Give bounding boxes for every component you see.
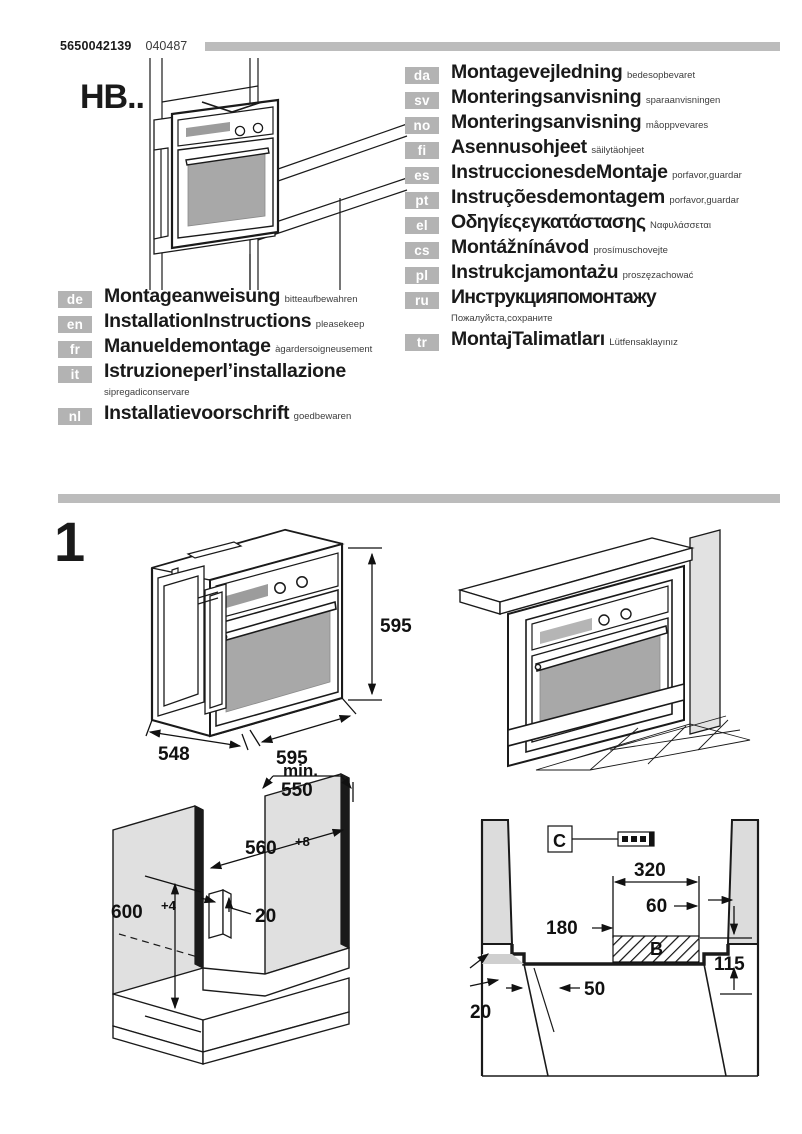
- language-title: Instruçõesdemontagem: [451, 186, 665, 208]
- dimension-min-label: min.: [283, 761, 318, 780]
- language-row: da Montagevejledning bedesopbevaret: [405, 62, 750, 84]
- language-subtitle: àgardersoigneusement: [275, 344, 373, 355]
- language-title: Installatievoorschrift: [104, 402, 290, 424]
- language-title: MontajTalimatları: [451, 328, 605, 350]
- language-row: ru Инструкцияпомонтажу Пожалуйста,сохран…: [405, 287, 750, 326]
- language-subtitle: säilytäohjeet: [591, 145, 645, 156]
- header-rule: [205, 42, 780, 51]
- language-row: de Montageanweisung bitteaufbewahren: [58, 286, 398, 308]
- language-subtitle: pleasekeep: [315, 319, 365, 330]
- language-row: pl Instrukcjamontażu proszęzachować: [405, 262, 750, 284]
- dimension-niche-height-tolerance: +4: [161, 898, 177, 913]
- dimension-20: 20: [470, 1002, 491, 1023]
- document-header: 5650042139 040487: [60, 36, 780, 56]
- language-row: fi Asennusohjeet säilytäohjeet: [405, 137, 750, 159]
- language-title: Montagevejledning: [451, 61, 623, 83]
- language-code-badge: es: [405, 167, 439, 184]
- language-title: Manueldemontage: [104, 335, 271, 357]
- language-row: fr Manueldemontage àgardersoigneusement: [58, 336, 398, 358]
- language-title: Montageanweisung: [104, 285, 281, 307]
- dimension-320: 320: [634, 860, 666, 881]
- language-row: sv Monteringsanvisning sparaanvisningen: [405, 87, 750, 109]
- language-title: Montáž­nínávod: [451, 236, 590, 258]
- language-code-badge: ru: [405, 292, 439, 309]
- language-code-badge: de: [58, 291, 92, 308]
- dimension-min-depth-550: 550: [281, 780, 313, 801]
- language-subtitle: prosímuschovejte: [593, 245, 668, 256]
- language-code-badge: el: [405, 217, 439, 234]
- language-title: Monteringsanvisning: [451, 111, 642, 133]
- dimension-60: 60: [646, 896, 667, 917]
- language-subtitle: Пожалуйста,сохраните: [451, 313, 553, 324]
- language-row: cs Montáž­nínávod prosímuschovejte: [405, 237, 750, 259]
- language-code-badge: fr: [58, 341, 92, 358]
- dimension-depth-548: 548: [158, 744, 190, 765]
- language-code-badge: it: [58, 366, 92, 383]
- language-code-badge: en: [58, 316, 92, 333]
- part-number: 5650042139: [60, 39, 132, 53]
- document-number: 040487: [145, 39, 188, 53]
- dimension-niche-width-560: 560: [245, 838, 277, 859]
- language-title: Instrukcjamontażu: [451, 261, 619, 283]
- language-subtitle: Ναφυλάσσεται: [649, 220, 711, 231]
- section-divider: [58, 494, 780, 503]
- language-title: InstruccionesdeMontaje: [451, 161, 668, 183]
- language-subtitle: sparaanvisningen: [645, 95, 721, 106]
- dimension-front-offset-20: 20: [255, 906, 276, 927]
- language-title: Инструкцияпомонтажу: [451, 286, 657, 308]
- language-title: InstallationInstructions: [104, 310, 312, 332]
- language-code-badge: pl: [405, 267, 439, 284]
- label-b: B: [650, 939, 663, 959]
- language-code-badge: pt: [405, 192, 439, 209]
- language-code-badge: da: [405, 67, 439, 84]
- language-code-badge: fi: [405, 142, 439, 159]
- language-list-right: da Montagevejledning bedesopbevaret sv M…: [405, 62, 750, 354]
- language-subtitle: goedbewaren: [293, 411, 352, 422]
- language-subtitle: Lütfensaklayınız: [609, 337, 678, 348]
- language-subtitle: bitteaufbewahren: [284, 294, 358, 305]
- dimension-50: 50: [584, 979, 605, 1000]
- language-title: Asennusohjeet: [451, 136, 587, 158]
- installed-appliance-illustration: [440, 528, 770, 771]
- language-subtitle: måoppvevares: [645, 120, 709, 131]
- language-subtitle: sipregadiconservare: [104, 387, 190, 398]
- language-title: Istruzioneperl’installazione: [104, 360, 346, 382]
- cabinet-niche-dimension-drawing: min. 550 560 +8 600 +4 20: [105, 761, 425, 1078]
- cutout-section-drawing: B C: [468, 818, 778, 1080]
- language-row: it Istruzioneperl’installazione sipregad…: [58, 361, 398, 400]
- language-row: no Monteringsanvisning måoppvevares: [405, 112, 750, 134]
- dimension-180: 180: [546, 918, 578, 939]
- language-code-badge: cs: [405, 242, 439, 259]
- language-code-badge: nl: [58, 408, 92, 425]
- dimension-niche-width-tolerance: +8: [295, 834, 310, 849]
- language-row: el Οδηγίεςεγκατάστασης Ναφυλάσσεται: [405, 212, 750, 234]
- appliance-dimension-drawing: 595 595 548: [100, 520, 430, 770]
- language-row: tr MontajTalimatları Lütfensaklayınız: [405, 329, 750, 351]
- language-subtitle: bedesopbevaret: [626, 70, 696, 81]
- language-title: Οδηγίεςεγκατάστασης: [451, 211, 646, 233]
- language-subtitle: proszęzachować: [622, 270, 694, 281]
- dimension-height-595: 595: [380, 616, 412, 637]
- language-subtitle: porfavor,guardar: [672, 170, 742, 181]
- language-code-badge: sv: [405, 92, 439, 109]
- language-list-left: de Montageanweisung bitteaufbewahren en …: [58, 286, 398, 428]
- language-row: nl Installatievoorschrift goedbewaren: [58, 403, 398, 425]
- oven-installation-illustration: [62, 58, 408, 290]
- language-row: en InstallationInstructions pleasekeep: [58, 311, 398, 333]
- dimension-niche-height-600: 600: [111, 902, 143, 923]
- language-code-badge: tr: [405, 334, 439, 351]
- label-c: C: [553, 831, 566, 851]
- model-label: HB..: [80, 78, 145, 116]
- language-row: pt Instruçõesdemontagem porfavor,guardar: [405, 187, 750, 209]
- language-subtitle: porfavor,guardar: [669, 195, 740, 206]
- language-row: es InstruccionesdeMontaje porfavor,guard…: [405, 162, 750, 184]
- dimension-115: 115: [714, 954, 745, 975]
- language-code-badge: no: [405, 117, 439, 134]
- dimension-width-595: 595: [276, 748, 308, 769]
- language-title: Monteringsanvisning: [451, 86, 642, 108]
- figure-number: 1: [54, 510, 86, 573]
